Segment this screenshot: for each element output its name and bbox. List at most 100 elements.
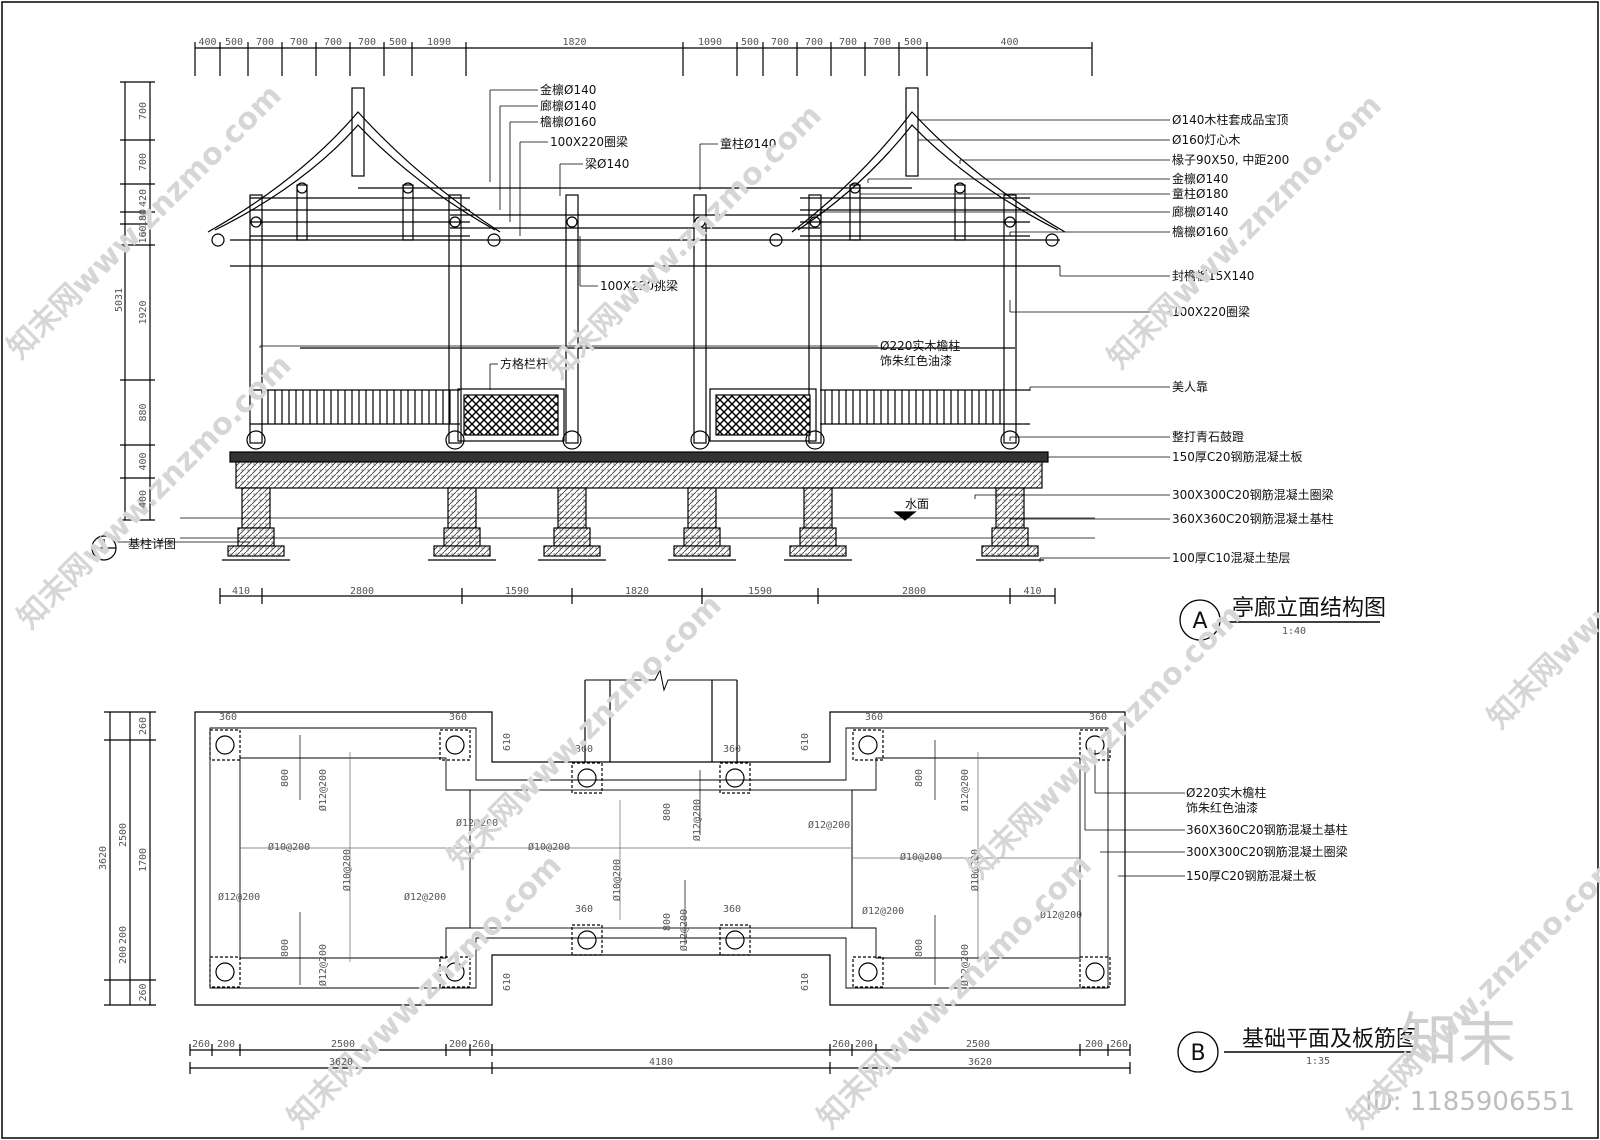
plan-360-label: 360 bbox=[575, 744, 593, 755]
top-dim-label: 700 bbox=[839, 37, 857, 48]
plan-label-right-4: 150厚C20钢筋混凝土板 bbox=[1186, 868, 1317, 883]
ring-beam bbox=[235, 461, 1043, 489]
plan-label-right-3: 300X300C20钢筋混凝土圈梁 bbox=[1186, 844, 1348, 859]
elevation-left-labels: 金檩Ø140廊檩Ø140檐檩Ø160100X220圈梁梁Ø140童柱Ø14010… bbox=[500, 82, 960, 371]
plan-left-dim: 260 bbox=[138, 717, 149, 735]
plan-rebar-label-vertical: Ø12@200 bbox=[317, 944, 329, 986]
plan-left-inner: 2500 bbox=[118, 823, 129, 847]
left-dim-label: 700 bbox=[138, 153, 149, 171]
plan-800-label: 800 bbox=[662, 803, 673, 821]
plan-label-right-2: 360X360C20钢筋混凝土基柱 bbox=[1186, 822, 1348, 837]
rebar-lines bbox=[240, 735, 1080, 985]
elevation-label-right-2: 椽子90X50, 中距200 bbox=[1172, 152, 1289, 167]
elevation-label-left-9: 饰朱红色油漆 bbox=[880, 353, 952, 368]
bottom-dim-label: 1590 bbox=[505, 586, 529, 597]
plan-rebar-label: Ø12@200 bbox=[808, 819, 850, 831]
title-b-bubble bbox=[1177, 1031, 1219, 1073]
plan-rebar-label: Ø12@200 bbox=[404, 891, 446, 903]
elevation-label-right-10: 整打青石鼓蹬 bbox=[1172, 429, 1244, 444]
plan-scale: 1:35 bbox=[1306, 1056, 1330, 1067]
plan-left-total: 3620 bbox=[98, 846, 109, 870]
left-dim-label: 1920 bbox=[138, 300, 149, 324]
plan-360-label: 360 bbox=[575, 904, 593, 915]
plan-rebar-label: Ø12@200 bbox=[862, 905, 904, 917]
foundation-piers bbox=[222, 487, 1044, 561]
left-total-label: 5031 bbox=[114, 288, 125, 312]
top-dimension-ticks bbox=[194, 42, 1093, 76]
plan-610-label: 610 bbox=[800, 973, 811, 991]
left-dim-label: 420 bbox=[138, 189, 149, 207]
watermark-brand: 知末 bbox=[1400, 1006, 1516, 1074]
top-dim-label: 700 bbox=[358, 37, 376, 48]
water-level-symbol bbox=[893, 511, 917, 521]
plan-800-label: 800 bbox=[280, 939, 291, 957]
left-dim-label: 160 bbox=[138, 225, 149, 243]
gallery-roof bbox=[230, 187, 1060, 349]
plan-rebar-label-vertical: Ø10@200 bbox=[969, 849, 981, 891]
plan-bottom-dim-1: 2500 bbox=[331, 1039, 355, 1050]
top-dim-label: 1090 bbox=[427, 37, 451, 48]
left-dim-label: 880 bbox=[138, 403, 149, 421]
lattice-railing-right bbox=[709, 388, 817, 442]
plan-rebar-label: Ø10@200 bbox=[268, 841, 310, 853]
top-dim-label: 500 bbox=[225, 37, 243, 48]
c20-slab bbox=[229, 451, 1049, 463]
plan-360-label: 360 bbox=[723, 744, 741, 755]
elevation-label-left-5: 童柱Ø140 bbox=[720, 136, 776, 151]
plan-bottom-dim-1: 200 bbox=[217, 1039, 235, 1050]
lattice-railing-left bbox=[457, 388, 565, 442]
plan-rebar-label-vertical: Ø12@200 bbox=[678, 909, 690, 951]
elevation-label-right-13: 360X360C20钢筋混凝土基柱 bbox=[1172, 511, 1334, 526]
plan-bottom-dim-1: 200 bbox=[449, 1039, 467, 1050]
right-leaders bbox=[819, 119, 1170, 562]
top-dim-label: 1820 bbox=[562, 37, 586, 48]
elevation-label-right-5: 廊檩Ø140 bbox=[1172, 204, 1228, 219]
elevation-label-right-9: 美人靠 bbox=[1172, 380, 1208, 394]
elevation-label-left-7: 方格栏杆 bbox=[500, 356, 548, 371]
railings bbox=[250, 388, 1030, 442]
plan-800-label: 800 bbox=[280, 769, 291, 787]
bottom-dim-label: 2800 bbox=[350, 586, 374, 597]
plan-left-dim: 1700 bbox=[138, 848, 149, 872]
plan-rebar-label-vertical: Ø10@200 bbox=[341, 849, 353, 891]
watermark-site-8: 知末网www.znzmo.com bbox=[811, 848, 1099, 1136]
elevation-label-left-1: 廊檩Ø140 bbox=[540, 98, 596, 113]
elevation-label-left-4: 梁Ø140 bbox=[585, 156, 629, 171]
bottom-dim-label: 2800 bbox=[902, 586, 926, 597]
detail-marker: 1 bbox=[101, 538, 107, 549]
elevation-label-right-1: Ø160灯心木 bbox=[1172, 133, 1240, 147]
detail-label: 基柱详图 bbox=[128, 536, 176, 551]
watermark-site-5: 知末网www.znzmo.com bbox=[441, 588, 729, 876]
plan-right-labels: Ø220实木檐柱饰朱红色油漆360X360C20钢筋混凝土基柱300X300C2… bbox=[1186, 785, 1348, 883]
plan-bottom-dim-2: 3620 bbox=[968, 1057, 992, 1068]
water-label: 水面 bbox=[905, 497, 929, 511]
bottom-dimension-ticks bbox=[219, 588, 1056, 604]
elevation-label-right-0: Ø140木柱套成品宝顶 bbox=[1172, 112, 1288, 127]
elevation-label-right-7: 封檐板15X140 bbox=[1172, 269, 1254, 283]
plan-360-label: 360 bbox=[219, 712, 237, 723]
elevation-label-right-11: 150厚C20钢筋混凝土板 bbox=[1172, 449, 1303, 464]
left-leaders bbox=[259, 89, 878, 390]
plan-800-label: 800 bbox=[914, 769, 925, 787]
plan-bottom-dim-1: 260 bbox=[832, 1039, 850, 1050]
plan-rebar-label: Ø10@200 bbox=[900, 851, 942, 863]
plan-610-label: 610 bbox=[800, 733, 811, 751]
plan-rebar-label-vertical: Ø12@200 bbox=[317, 769, 329, 811]
bottom-dim-label: 410 bbox=[1023, 586, 1041, 597]
elevation-label-right-3: 金檩Ø140 bbox=[1172, 171, 1228, 186]
top-dim-label: 700 bbox=[290, 37, 308, 48]
elevation-label-left-3: 100X220圈梁 bbox=[550, 134, 628, 149]
elevation-label-left-6: 100X220挑梁 bbox=[600, 278, 678, 293]
elevation-label-left-0: 金檩Ø140 bbox=[540, 82, 596, 97]
elevation-label-right-8: 100X220圈梁 bbox=[1172, 304, 1250, 319]
top-dim-label: 700 bbox=[873, 37, 891, 48]
watermark-site-6: 知末网www.znzmo.com bbox=[961, 598, 1249, 886]
plan-drawing bbox=[104, 668, 1185, 1074]
elevation-title: 亭廊立面结构图 bbox=[1232, 596, 1386, 621]
plan-rebar-label-vertical: Ø12@200 bbox=[691, 799, 703, 841]
plan-rebar-label-vertical: Ø12@200 bbox=[959, 769, 971, 811]
plan-360-label: 360 bbox=[723, 904, 741, 915]
plan-label-right-0: Ø220实木檐柱 bbox=[1186, 785, 1266, 800]
